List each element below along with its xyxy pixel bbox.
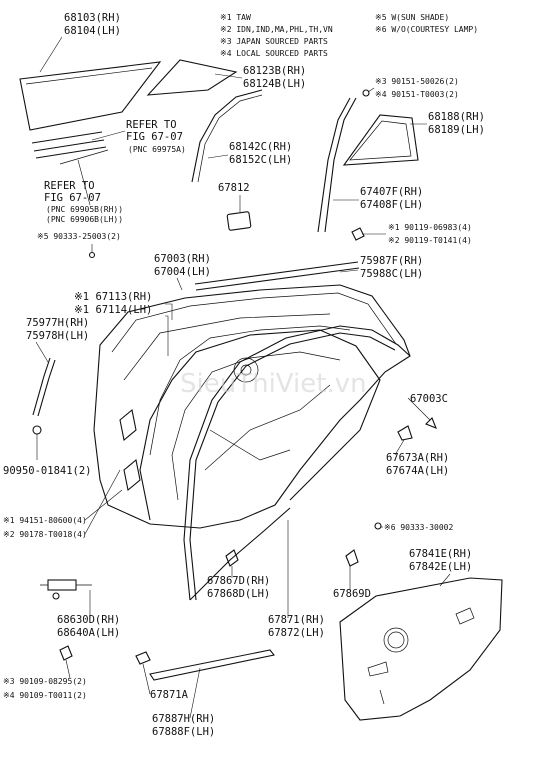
label-75987f-rh: 75987F(RH) — [360, 255, 423, 267]
label-refer1-a: REFER TO — [126, 119, 177, 131]
pad-67812 — [226, 211, 252, 231]
service-hole-cover — [339, 577, 503, 721]
label-67869d: 67869D — [333, 588, 371, 600]
label-75977h-lh: 75978H(LH) — [26, 330, 89, 342]
screw-90119 — [351, 227, 365, 241]
label-67113-rh: ※1 67113(RH) — [74, 291, 152, 303]
label-75987f-lh: 75988C(LH) — [360, 268, 423, 280]
label-90333-a: ※5 90333-25003(2) — [37, 232, 121, 241]
label-67841e-rh: 67841E(RH) — [409, 548, 472, 560]
rocker-moulding — [149, 649, 275, 681]
label-67003-rh: 67003(RH) — [154, 253, 211, 265]
label-refer2-d: (PNC 69906B(LH)) — [46, 215, 123, 224]
label-68123b-lh: 68124B(LH) — [243, 78, 306, 90]
label-90109-a: ※3 90109-08295(2) — [3, 677, 87, 686]
label-90109-b: ※4 90109-T0011(2) — [3, 691, 87, 700]
label-67812: 67812 — [218, 182, 250, 194]
watermark: SieuThiViet.vn — [180, 369, 367, 399]
label-90119-b: ※2 90119-T0141(4) — [388, 236, 472, 245]
door-check — [40, 579, 92, 600]
label-68103-lh: 68104(LH) — [64, 25, 121, 37]
label-refer1-b: FIG 67-07 — [126, 131, 183, 143]
label-68142c-lh: 68152C(LH) — [229, 154, 292, 166]
label-94151: ※1 94151-80600(4) — [3, 516, 87, 525]
label-68123b-rh: 68123B(RH) — [243, 65, 306, 77]
label-90950: 90950-01841(2) — [3, 465, 92, 477]
label-67867d-rh: 67867D(RH) — [207, 575, 270, 587]
label-68188-lh: 68189(LH) — [428, 124, 485, 136]
label-refer2-a: REFER TO — [44, 180, 95, 192]
label-75977h-rh: 75977H(RH) — [26, 317, 89, 329]
label-90151-a: ※3 90151-50026(2) — [375, 77, 459, 86]
legend-notes: ※1 TAW ※2 IDN,IND,MA,PHL,TH,VN ※3 JAPAN … — [220, 13, 478, 58]
label-90151-b: ※4 90151-T0003(2) — [375, 90, 459, 99]
label-67871a: 67871A — [150, 689, 189, 701]
label-67407f-lh: 67408F(LH) — [360, 199, 423, 211]
label-90333-b: ※6 90333-30002 — [384, 523, 454, 532]
belt-moulding — [194, 261, 360, 291]
clip-67871a — [135, 651, 151, 665]
leader-lines — [35, 36, 451, 719]
note-5: ※5 W(SUN SHADE) — [375, 13, 449, 22]
clip-90333-b — [374, 522, 382, 530]
door-panel — [93, 284, 411, 529]
clip-67003c — [425, 417, 437, 429]
label-67113-lh: ※1 67114(LH) — [74, 304, 152, 316]
rear-run-channel — [317, 97, 357, 233]
label-67673a-lh: 67674A(LH) — [386, 465, 449, 477]
label-67887h-rh: 67887H(RH) — [152, 713, 215, 725]
division-bar — [191, 89, 263, 183]
bolt-90109 — [59, 645, 73, 661]
clip-90333-a — [88, 251, 96, 259]
glass-run-channel — [31, 131, 109, 165]
label-67871-rh: 67871(RH) — [268, 614, 325, 626]
label-refer2-c: (PNC 69905B(RH)) — [46, 205, 123, 214]
label-68630d-rh: 68630D(RH) — [57, 614, 120, 626]
label-68630d-lh: 68640A(LH) — [57, 627, 120, 639]
label-67871-lh: 67872(LH) — [268, 627, 325, 639]
note-3: ※3 JAPAN SOURCED PARTS — [220, 37, 328, 46]
label-67407f-rh: 67407F(RH) — [360, 186, 423, 198]
door-hinge — [119, 408, 141, 492]
label-67673a-rh: 67673A(RH) — [386, 452, 449, 464]
bolt-90151 — [362, 89, 370, 97]
label-67003-lh: 67004(LH) — [154, 266, 211, 278]
note-1: ※1 TAW — [220, 13, 251, 22]
label-68103-rh: 68103(RH) — [64, 12, 121, 24]
door-edge-moulding — [32, 357, 56, 417]
label-68142c-rh: 68142C(RH) — [229, 141, 292, 153]
note-2: ※2 IDN,IND,MA,PHL,TH,VN — [220, 25, 333, 34]
label-67867d-lh: 67868D(LH) — [207, 588, 270, 600]
fixed-quarter-glass — [342, 114, 419, 166]
plug-90950 — [32, 425, 42, 435]
door-inner-frame — [139, 329, 381, 521]
note-4: ※4 LOCAL SOURCED PARTS — [220, 49, 328, 58]
label-67887h-lh: 67888F(LH) — [152, 726, 215, 738]
door-glass — [19, 61, 162, 131]
label-refer1-c: (PNC 69975A) — [128, 145, 186, 154]
label-67003c: 67003C — [410, 393, 448, 405]
clip-67867d — [225, 549, 239, 567]
note-6: ※6 W/O(COURTESY LAMP) — [375, 25, 478, 34]
label-68188-rh: 68188(RH) — [428, 111, 485, 123]
clip-67869d — [345, 549, 359, 567]
clip-67673a — [397, 425, 413, 441]
label-refer2-b: FIG 67-07 — [44, 192, 101, 204]
door-weatherstrip — [183, 325, 411, 601]
quarter-glass — [146, 59, 238, 96]
label-90178: ※2 90178-T0018(4) — [3, 530, 87, 539]
label-67841e-lh: 67842E(LH) — [409, 561, 472, 573]
part-labels: 68103(RH) 68104(LH) 68123B(RH) 68124B(LH… — [3, 12, 485, 738]
label-90119-a: ※1 90119-06983(4) — [388, 223, 472, 232]
